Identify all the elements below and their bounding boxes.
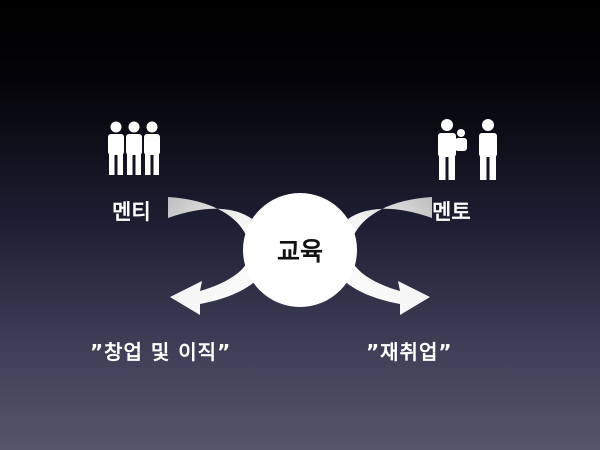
right-flow-arrow [329,197,432,315]
mentee-label: 멘티 [112,200,151,224]
parent-and-child-icon [438,119,497,180]
left-flow-arrow [168,197,271,315]
group-of-people-icon [108,121,160,175]
mentor-label: 멘토 [432,200,471,224]
education-circle [243,193,357,307]
reemployment-label: ”재취업” [366,340,453,364]
education-label: 교육 [276,237,323,266]
startup-and-job-change-label: ”창업 및 이직” [90,340,232,364]
